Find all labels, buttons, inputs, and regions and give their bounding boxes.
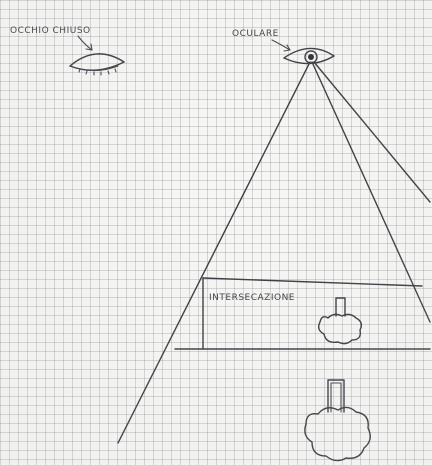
closed-eye-arrow: [78, 36, 92, 50]
closed-eye-icon: [70, 54, 124, 75]
sight-rays: [118, 62, 430, 443]
eyepiece-label: OCULARE: [232, 29, 279, 39]
open-eye-icon: [284, 48, 334, 63]
eyepiece-arrow: [272, 40, 290, 51]
object-icon: [305, 380, 370, 461]
projected-object-icon: [319, 298, 362, 344]
intersection-label: INTERSECAZIONE: [209, 293, 295, 303]
intersection-plane: [175, 278, 430, 349]
closed-eye-label: OCCHIO CHIUSO: [10, 26, 91, 36]
